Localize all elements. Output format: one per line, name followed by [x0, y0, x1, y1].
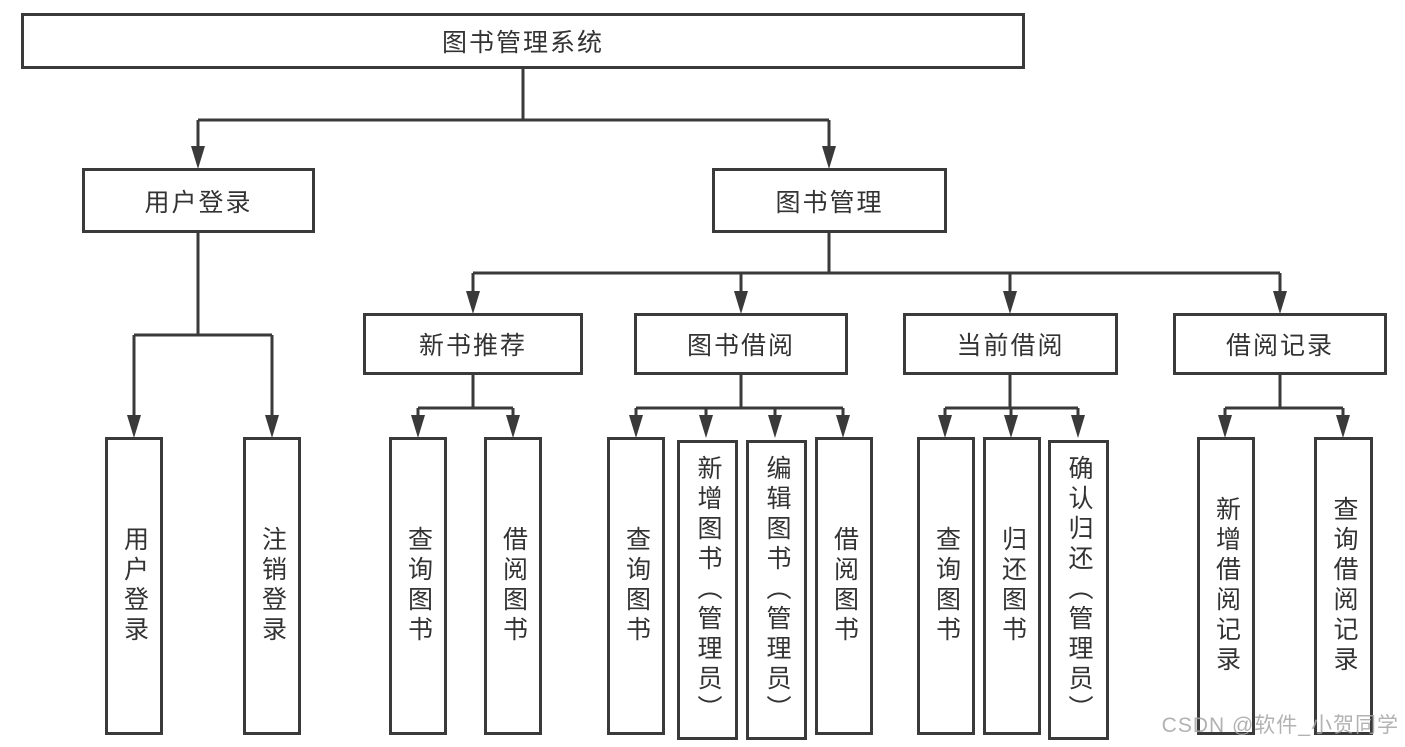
node-borrow-records: 借阅记录 [1173, 313, 1387, 375]
node-user-login: 用户登录 [82, 168, 315, 233]
leaf-user-login: 用户登录 [105, 437, 163, 735]
leaf-borrow-books-recommend: 借阅图书 [484, 437, 542, 735]
leaf-add-books-admin: 新增图书（管理员） [677, 440, 738, 740]
leaf-query-books-recommend: 查询图书 [389, 437, 447, 735]
leaf-query-borrow-record: 查询借阅记录 [1314, 437, 1373, 735]
leaf-edit-books-admin: 编辑图书（管理员） [746, 440, 807, 740]
node-book-management: 图书管理 [712, 168, 947, 233]
leaf-return-books: 归还图书 [983, 437, 1041, 735]
leaf-query-books-current: 查询图书 [917, 437, 975, 735]
leaf-borrow-books-borrowing: 借阅图书 [815, 437, 873, 735]
watermark: CSDN @软件_小贺同学 [1161, 714, 1399, 737]
node-root-library-system: 图书管理系统 [21, 13, 1025, 69]
leaf-add-borrow-record: 新增借阅记录 [1197, 437, 1255, 735]
node-new-book-recommend: 新书推荐 [363, 313, 583, 375]
node-book-borrowing: 图书借阅 [634, 313, 848, 375]
leaf-query-books-borrowing: 查询图书 [607, 437, 665, 735]
node-current-borrowing: 当前借阅 [903, 313, 1118, 375]
leaf-confirm-return-admin: 确认归还（管理员） [1048, 440, 1109, 740]
leaf-logout: 注销登录 [243, 437, 301, 735]
